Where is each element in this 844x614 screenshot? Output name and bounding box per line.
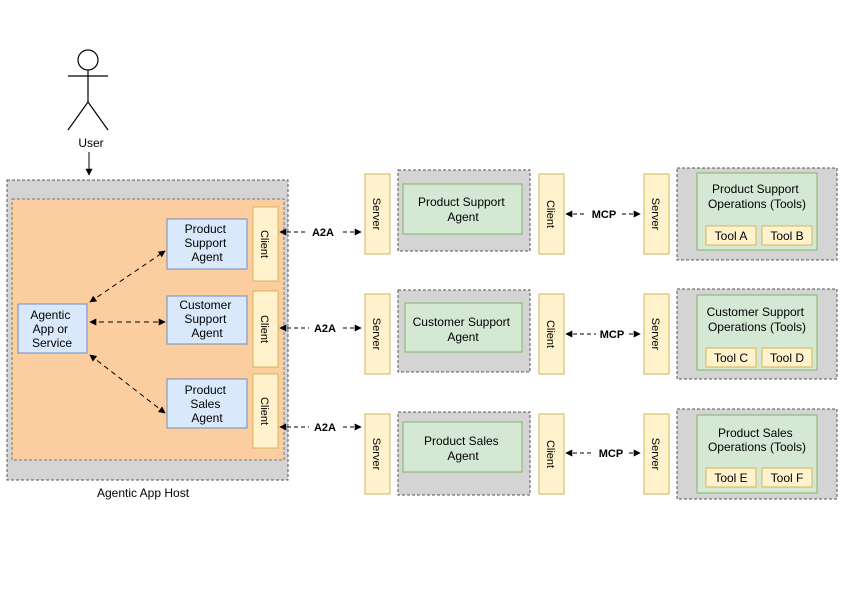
remote-agent-line: Product Sales bbox=[424, 434, 499, 448]
client-label: Client bbox=[258, 230, 270, 258]
tool-server-bar[interactable] bbox=[643, 293, 670, 375]
ops-line: Operations (Tools) bbox=[708, 197, 806, 211]
host-agent-line: Product bbox=[185, 383, 227, 397]
host-agent-label: Customer Support Agent bbox=[179, 298, 234, 340]
client-bar[interactable] bbox=[538, 173, 565, 255]
host-agent-box[interactable] bbox=[166, 295, 248, 345]
server-bar[interactable] bbox=[364, 173, 391, 255]
client-label: Client bbox=[544, 440, 556, 468]
tool-box[interactable] bbox=[705, 347, 757, 368]
client-bar[interactable] bbox=[538, 413, 565, 495]
tool-server-label: Server bbox=[649, 198, 661, 231]
agentic-app-line: Service bbox=[32, 336, 72, 350]
client-bar[interactable] bbox=[538, 293, 565, 375]
row-product-support: A2A Server Product Support Agent Client … bbox=[279, 167, 838, 261]
client-label: Client bbox=[258, 397, 270, 425]
host-agent-box[interactable] bbox=[166, 378, 248, 429]
host-agent-product-sales: Product Sales Agent bbox=[166, 378, 248, 429]
tool-box[interactable] bbox=[705, 225, 757, 246]
host-client-1: Client bbox=[252, 206, 279, 282]
tool-box[interactable] bbox=[761, 467, 813, 488]
client-bar[interactable] bbox=[252, 206, 279, 282]
tool-label: Tool A bbox=[715, 229, 748, 243]
app-to-agent-arrow bbox=[89, 250, 166, 303]
user-label: User bbox=[78, 136, 103, 150]
app-to-agent-arrow bbox=[89, 354, 166, 414]
tool-server-label: Server bbox=[649, 318, 661, 351]
host-agent-line: Customer bbox=[179, 298, 231, 312]
remote-agent-line: Agent bbox=[447, 330, 479, 344]
a2a-label: A2A bbox=[312, 227, 334, 239]
a2a-label: A2A bbox=[314, 422, 336, 434]
user-actor-icon bbox=[67, 49, 109, 131]
host-agent-line: Sales bbox=[190, 397, 220, 411]
mcp-label: MCP bbox=[592, 209, 616, 221]
remote-agent-line: Agent bbox=[447, 210, 479, 224]
tool-label: Tool D bbox=[770, 351, 804, 365]
ops-label: Product Support Operations (Tools) bbox=[708, 182, 806, 211]
host-agent-line: Support bbox=[184, 236, 227, 250]
client-label: Client bbox=[544, 320, 556, 348]
server-label: Server bbox=[370, 438, 382, 471]
ops-line: Operations (Tools) bbox=[708, 320, 806, 334]
host-agent-customer-support: Customer Support Agent bbox=[166, 295, 248, 345]
client-label: Client bbox=[544, 200, 556, 228]
server-bar[interactable] bbox=[364, 413, 391, 495]
host-agent-line: Product bbox=[185, 222, 227, 236]
host-agent-label: Product Support Agent bbox=[184, 222, 229, 264]
ops-line: Product Support bbox=[712, 182, 799, 196]
host-client-2: Client bbox=[252, 290, 279, 368]
agentic-app-label: Agentic App or Service bbox=[30, 308, 73, 350]
client-bar[interactable] bbox=[252, 290, 279, 368]
remote-agent-line: Agent bbox=[447, 449, 479, 463]
host-agent-line: Agent bbox=[191, 326, 223, 340]
agentic-app-line: App or bbox=[33, 322, 68, 336]
ops-line: Product Sales bbox=[718, 426, 793, 440]
tool-box[interactable] bbox=[761, 347, 813, 368]
host-agent-box[interactable] bbox=[166, 218, 248, 270]
ops-line: Customer Support bbox=[707, 305, 805, 319]
tool-server-label: Server bbox=[649, 438, 661, 471]
host-agent-line: Agent bbox=[191, 250, 223, 264]
client-label: Client bbox=[258, 315, 270, 343]
tool-label: Tool B bbox=[770, 229, 803, 243]
remote-agent-label: Customer Support Agent bbox=[413, 315, 514, 344]
tool-box[interactable] bbox=[761, 225, 813, 246]
ops-label: Customer Support Operations (Tools) bbox=[707, 305, 808, 334]
server-label: Server bbox=[370, 198, 382, 231]
server-bar[interactable] bbox=[364, 293, 391, 375]
row-product-sales: A2A Server Product Sales Agent Client MC… bbox=[279, 408, 838, 500]
remote-agent-box[interactable] bbox=[402, 421, 523, 473]
remote-agent-line: Customer Support bbox=[413, 315, 511, 329]
ops-line: Operations (Tools) bbox=[708, 440, 806, 454]
host-client-3: Client bbox=[252, 373, 279, 449]
a2a-label: A2A bbox=[314, 323, 336, 335]
row-customer-support: A2A Server Customer Support Agent Client… bbox=[279, 288, 838, 380]
host-agent-line: Agent bbox=[191, 411, 223, 425]
tool-label: Tool E bbox=[714, 471, 747, 485]
tool-server-bar[interactable] bbox=[643, 413, 670, 495]
mcp-label: MCP bbox=[600, 329, 624, 341]
ops-label: Product Sales Operations (Tools) bbox=[708, 426, 806, 454]
remote-agent-box[interactable] bbox=[402, 183, 523, 235]
agentic-app-box[interactable] bbox=[17, 303, 88, 354]
remote-agent-line: Product Support bbox=[418, 195, 505, 209]
client-bar[interactable] bbox=[252, 373, 279, 449]
tool-box[interactable] bbox=[705, 467, 757, 488]
remote-agent-label: Product Sales Agent bbox=[424, 434, 502, 463]
mcp-label: MCP bbox=[599, 448, 623, 460]
host-label: Agentic App Host bbox=[97, 486, 190, 500]
server-label: Server bbox=[370, 318, 382, 351]
remote-agent-box[interactable] bbox=[404, 302, 523, 353]
tool-label: Tool C bbox=[714, 351, 748, 365]
agentic-app-line: Agentic bbox=[30, 308, 70, 322]
host-agent-label: Product Sales Agent bbox=[185, 383, 230, 425]
host-agent-line: Support bbox=[184, 312, 227, 326]
tool-server-bar[interactable] bbox=[643, 173, 670, 255]
host-agent-product-support: Product Support Agent bbox=[166, 218, 248, 270]
tool-label: Tool F bbox=[771, 471, 804, 485]
remote-agent-label: Product Support Agent bbox=[418, 195, 508, 224]
